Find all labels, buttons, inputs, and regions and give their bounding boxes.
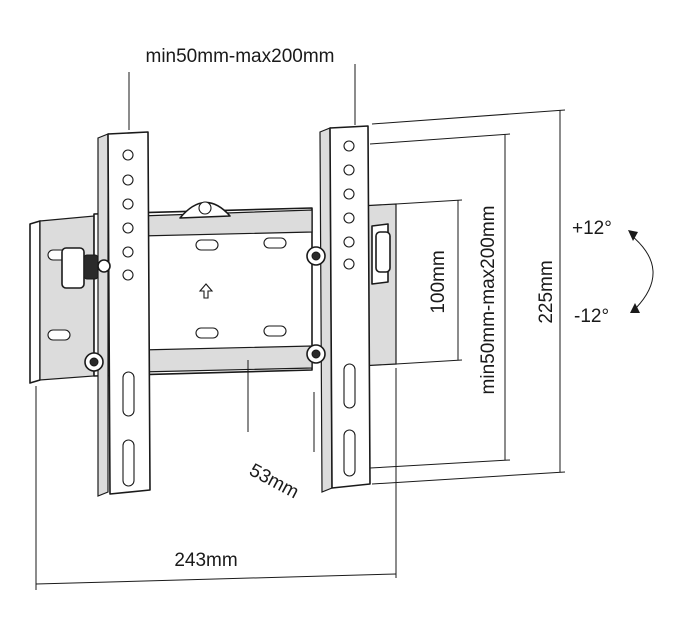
- plate-slot: [263, 325, 287, 337]
- total-width-label: 243mm: [174, 550, 237, 571]
- vesa-height-label: min50mm-max200mm: [478, 206, 499, 395]
- plate-slot: [195, 327, 219, 339]
- curved-double-arrow-icon: [628, 230, 654, 313]
- inner-height-label: 100mm: [428, 250, 449, 313]
- left-arm: [61, 131, 151, 497]
- top-width-label: min50mm-max200mm: [146, 46, 335, 67]
- dimension-lines: [35, 64, 566, 590]
- up-arrow-icon: [198, 283, 214, 299]
- plate-slot: [263, 237, 287, 249]
- depth-label: 53mm: [246, 460, 302, 503]
- total-height-label: 225mm: [536, 260, 557, 323]
- plate-slot: [195, 239, 219, 251]
- right-arm: [306, 125, 391, 493]
- tilt-down-label: -12°: [574, 306, 609, 327]
- tilt-up-label: +12°: [572, 218, 612, 239]
